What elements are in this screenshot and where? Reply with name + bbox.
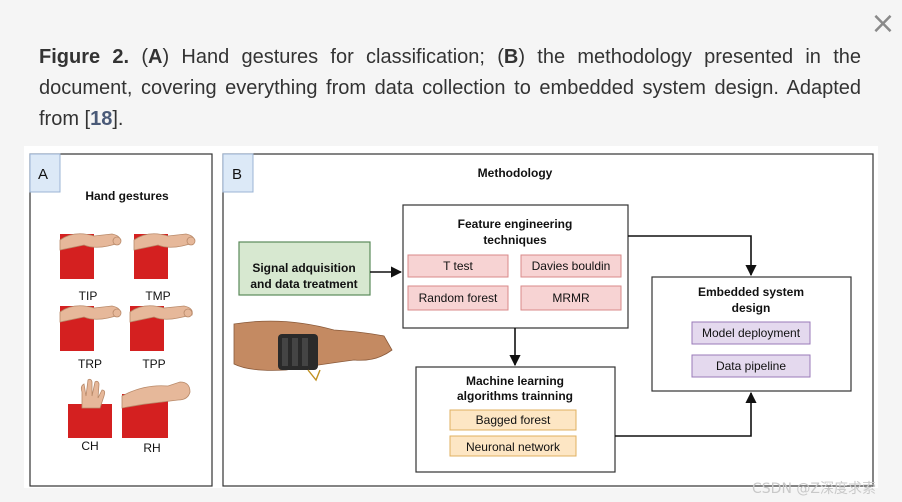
- gesture-ch-image: [68, 378, 112, 438]
- feature-item: T test: [443, 259, 473, 273]
- gesture-label: TPP: [142, 357, 165, 371]
- gesture-tmp-image: [133, 233, 196, 279]
- embedded-item: Data pipeline: [716, 359, 786, 373]
- svg-text:design: design: [732, 301, 771, 315]
- close-icon[interactable]: ×: [870, 6, 896, 41]
- gesture-label: TMP: [145, 289, 170, 303]
- svg-text:Signal adquisition: Signal adquisition: [252, 261, 355, 275]
- panel-a-letter: A: [38, 166, 48, 183]
- figure-image: A Hand gestures TIP TMP TRP TPP: [24, 146, 878, 488]
- gesture-label: RH: [143, 441, 160, 455]
- panel-a-title: Hand gestures: [85, 189, 169, 203]
- embedded-item: Model deployment: [702, 326, 801, 340]
- svg-text:Embedded system: Embedded system: [698, 285, 804, 299]
- svg-text:techniques: techniques: [483, 233, 547, 247]
- feature-item: Random forest: [419, 291, 498, 305]
- gesture-label: TRP: [78, 357, 102, 371]
- ml-item: Bagged forest: [476, 413, 551, 427]
- feature-item: MRMR: [552, 291, 590, 305]
- panel-b-letter: B: [232, 166, 242, 183]
- feature-engineering-box: Feature engineering techniques T test Da…: [402, 204, 629, 329]
- gesture-tip-image: [59, 233, 122, 279]
- panel-a: A Hand gestures TIP TMP TRP TPP: [29, 153, 213, 487]
- svg-text:and data treatment: and data treatment: [250, 277, 357, 291]
- flow-arrows: [370, 235, 757, 437]
- panel-b-title: Methodology: [478, 166, 553, 180]
- panel-b: B Methodology Signal adquisition and dat…: [222, 153, 874, 487]
- emg-armband-image: [233, 320, 393, 382]
- gesture-tpp-image: [129, 305, 193, 351]
- signal-acquisition-box: Signal adquisition and data treatment: [238, 241, 371, 296]
- feature-item: Davies bouldin: [532, 259, 611, 273]
- reference-link[interactable]: 18: [90, 108, 113, 130]
- gesture-label: CH: [81, 439, 98, 453]
- svg-text:Feature engineering: Feature engineering: [458, 217, 573, 231]
- gesture-rh-image: [121, 381, 191, 438]
- svg-text:Machine learning: Machine learning: [466, 374, 564, 388]
- watermark: CSDN @Z深度求索: [752, 481, 876, 497]
- ml-item: Neuronal network: [466, 440, 561, 454]
- svg-text:algorithms trainning: algorithms trainning: [457, 389, 573, 403]
- figure-number: Figure 2.: [39, 46, 130, 68]
- gesture-label: TIP: [79, 289, 98, 303]
- embedded-system-box: Embedded system design Model deployment …: [651, 276, 852, 392]
- gesture-trp-image: [59, 305, 122, 351]
- figure-caption: Figure 2. (A) Hand gestures for classifi…: [39, 46, 861, 130]
- machine-learning-box: Machine learning algorithms trainning Ba…: [415, 366, 616, 473]
